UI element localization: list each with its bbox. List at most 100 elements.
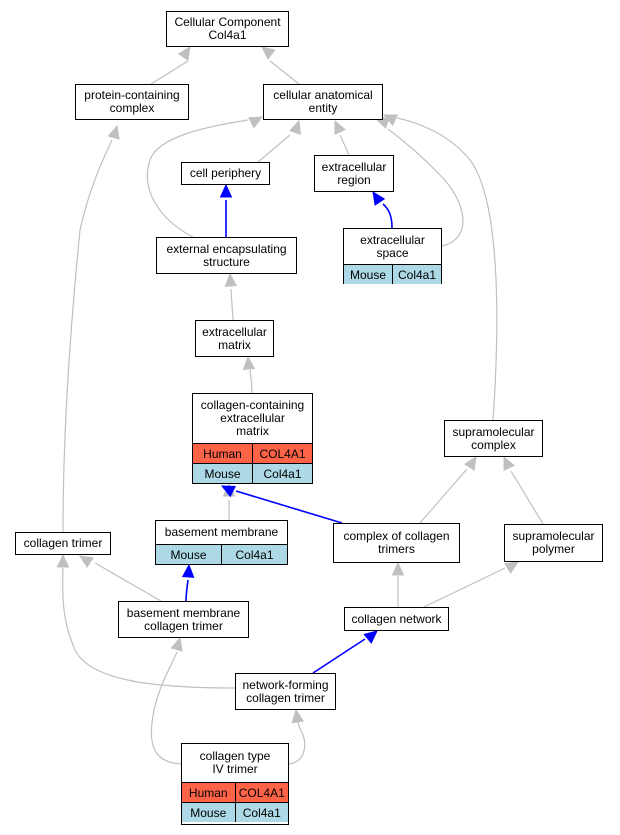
edge-arrowhead: [463, 455, 477, 471]
edge-external-encapsulating-structure-to-cell-periphery: [219, 183, 233, 237]
edge-arrowhead: [107, 124, 120, 140]
gene-cell: Col4a1: [234, 803, 289, 822]
edge-line: [150, 651, 185, 765]
edge-complex-of-collagen-trimers-to-supramolecular-complex: [419, 455, 477, 524]
species-cell: Mouse: [204, 466, 241, 481]
edge-line: [312, 638, 366, 674]
node-basement-membrane-collagen-trimer[interactable]: basement membrane collagen trimer: [118, 601, 249, 638]
edge-arrowhead: [177, 46, 191, 61]
edge-line: [257, 134, 291, 163]
species-cell: Human: [188, 785, 228, 800]
mouse-gene-row: Mouse Col4a1: [344, 264, 441, 284]
edge-arrowhead: [261, 46, 276, 60]
edge-line: [150, 60, 189, 85]
node-cell-periphery[interactable]: cell periphery: [181, 162, 270, 185]
gene-cell: COL4A1: [234, 783, 289, 802]
node-protein-containing-complex[interactable]: protein-containing complex: [75, 84, 189, 120]
edge-collagen-trimer-to-protein-containing-complex: [62, 124, 120, 533]
gene-cell: COL4A1: [252, 444, 312, 463]
node-collagen-type-iv-trimer[interactable]: collagen type IV trimer Human COL4A1 Mou…: [181, 743, 289, 825]
edge-line: [339, 134, 350, 156]
edge-basement-membrane-collagen-trimer-to-collagen-trimer: [78, 555, 162, 602]
human-gene-row: Human COL4A1: [193, 443, 312, 463]
edge-line: [235, 490, 343, 524]
edge-network-forming-collagen-trimer-to-collagen-trimer: [56, 553, 236, 689]
node-extracellular-region[interactable]: extracellular region: [314, 155, 394, 192]
node-extracellular-space[interactable]: extracellular space Mouse Col4a1: [343, 228, 442, 284]
edge-arrowhead: [170, 636, 183, 652]
edge-arrowhead: [372, 191, 386, 206]
node-cellular-anatomical-entity[interactable]: cellular anatomical entity: [263, 84, 383, 120]
node-network-forming-collagen-trimer[interactable]: network-forming collagen trimer: [235, 673, 336, 710]
edge-arrowhead: [220, 485, 236, 498]
node-label: collagen type IV trimer: [199, 749, 271, 776]
edge-line: [387, 128, 464, 247]
human-gene-row: Human COL4A1: [182, 782, 288, 802]
edge-cell-periphery-to-cellular-anatomical-entity: [257, 119, 302, 163]
node-collagen-network[interactable]: collagen network: [344, 607, 449, 631]
edge-collagen-containing-ecm-to-extracellular-matrix: [242, 355, 256, 394]
edge-collagen-network-to-complex-of-collagen-trimers: [391, 561, 405, 607]
species-cell: Mouse: [190, 805, 227, 820]
edge-line: [146, 119, 249, 238]
edge-extracellular-region-to-cellular-anatomical-entity: [334, 119, 350, 156]
node-external-encapsulating-structure[interactable]: external encapsulating structure: [156, 237, 297, 274]
edge-collagen-network-to-supramolecular-polymer: [423, 561, 520, 608]
species-cell: Mouse: [349, 267, 387, 282]
edge-complex-of-collagen-trimers-to-collagen-containing-ecm: [220, 485, 343, 524]
edge-line: [94, 562, 162, 602]
edge-arrowhead: [291, 708, 304, 724]
gene-cell: Col4a1: [392, 265, 441, 284]
mouse-gene-row: Mouse Col4a1: [156, 544, 287, 564]
mouse-gene-row: Mouse Col4a1: [182, 802, 288, 822]
node-extracellular-matrix[interactable]: extracellular matrix: [195, 320, 274, 357]
node-label: collagen-containing extracellular matrix: [200, 398, 305, 438]
node-collagen-containing-extracellular-matrix[interactable]: collagen-containing extracellular matrix…: [192, 393, 313, 484]
edge-arrowhead: [78, 555, 94, 569]
edge-arrowhead: [289, 119, 302, 135]
edge-line: [269, 60, 300, 85]
edge-arrowhead: [391, 561, 405, 576]
edge-basement-membrane-collagen-trimer-to-basement-membrane: [181, 563, 195, 602]
node-supramolecular-polymer[interactable]: supramolecular polymer: [504, 524, 603, 562]
edge-arrowhead: [504, 561, 520, 574]
edge-arrowhead: [219, 183, 233, 198]
mouse-gene-row: Mouse Col4a1: [193, 463, 312, 483]
node-basement-membrane[interactable]: basement membrane Mouse Col4a1: [155, 520, 288, 565]
edge-line: [185, 579, 189, 602]
edge-arrowhead: [224, 272, 238, 287]
edge-line: [62, 567, 236, 689]
edge-supramolecular-complex-to-cellular-anatomical-entity: [382, 114, 498, 421]
species-cell: Human: [203, 446, 242, 461]
edge-line: [288, 721, 306, 765]
edge-extracellular-space-to-extracellular-region: [372, 191, 393, 229]
edge-line: [423, 567, 506, 608]
edge-arrowhead: [56, 553, 70, 568]
edge-line: [396, 117, 498, 421]
edge-arrowhead: [242, 355, 256, 370]
edge-collagen-type-iv-trimer-to-basement-membrane-collagen-trimer: [150, 636, 185, 765]
species-cell: Mouse: [170, 547, 207, 562]
edge-extracellular-matrix-to-external-encapsulating-structure: [224, 272, 238, 321]
edge-line: [62, 139, 113, 533]
edge-arrowhead: [334, 119, 346, 135]
gene-cell: Col4a1: [221, 545, 287, 564]
edge-line: [230, 288, 234, 321]
gene-cell: Col4a1: [252, 464, 312, 483]
node-root-cellular-component[interactable]: Cellular Component Col4a1: [166, 11, 289, 47]
edge-protein-containing-complex-to-root: [150, 46, 191, 85]
edge-line: [249, 369, 253, 394]
edge-line: [382, 203, 393, 229]
node-supramolecular-complex[interactable]: supramolecular complex: [444, 420, 543, 457]
node-label: extracellular space: [360, 232, 425, 260]
node-complex-of-collagen-trimers[interactable]: complex of collagen trimers: [333, 523, 460, 563]
edge-arrowhead: [382, 114, 398, 126]
edge-cellular-anatomical-entity-to-root: [261, 46, 300, 85]
edge-collagen-type-iv-trimer-to-network-forming-collagen-trimer: [288, 708, 306, 765]
edge-external-encapsulating-structure-to-cellular-anatomical-entity: [146, 116, 264, 238]
edge-network-forming-collagen-trimer-to-collagen-network: [312, 630, 378, 674]
node-collagen-trimer[interactable]: collagen trimer: [15, 532, 111, 555]
edge-arrowhead: [363, 630, 378, 644]
edge-line: [510, 470, 544, 525]
